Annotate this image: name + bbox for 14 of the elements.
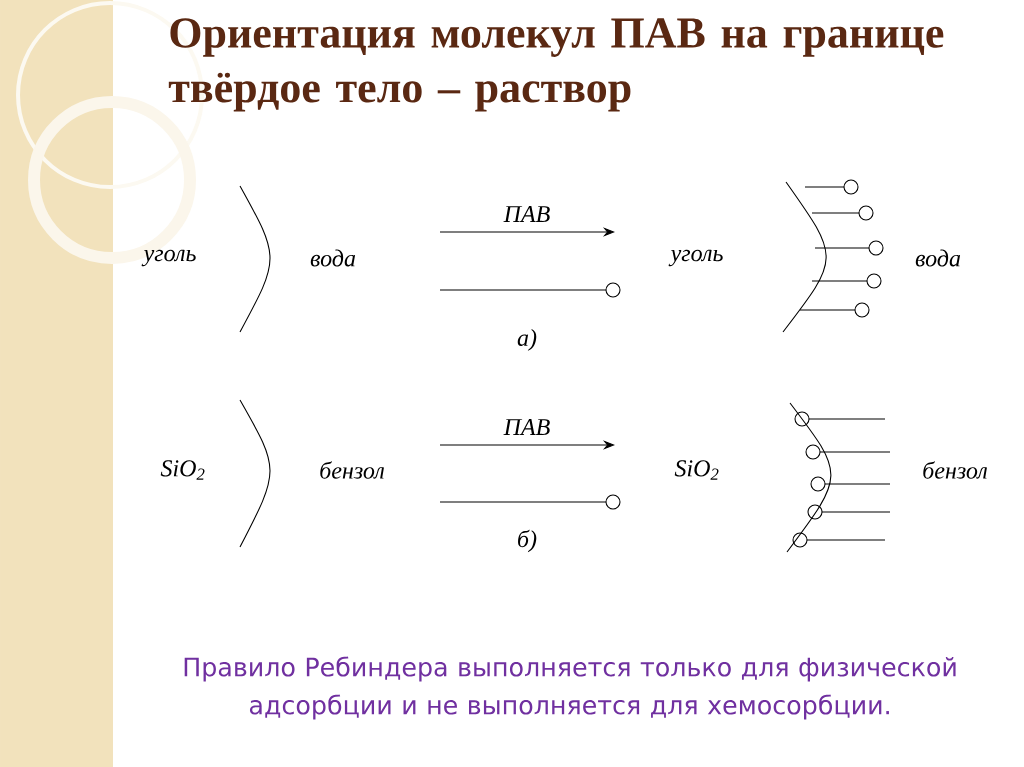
diagram-label: SiO$_{2}$: [160, 460, 205, 480]
diagram-label: бензол: [320, 461, 384, 479]
diagram-label: вода: [310, 249, 356, 267]
diagram-label: вода: [915, 249, 961, 267]
diagram-label: а): [517, 329, 537, 351]
diagram-label: ПАВ: [503, 419, 550, 435]
diagram-label: SiO$_{2}$: [674, 460, 719, 480]
title: Ориентация молекул ПАВ на границе твёрдое тело – раствор: [168, 18, 944, 112]
diagram-label: уголь: [668, 249, 723, 267]
diagram-label: уголь: [141, 249, 196, 267]
caption: Правило Ребиндера выполняется только для физической адсорбции и не выполняется для хемосорбции.: [184, 656, 956, 720]
diagram-label: ПАВ: [503, 206, 550, 222]
diagram-label: бензол: [923, 461, 987, 479]
diagram-label: б): [518, 529, 537, 553]
